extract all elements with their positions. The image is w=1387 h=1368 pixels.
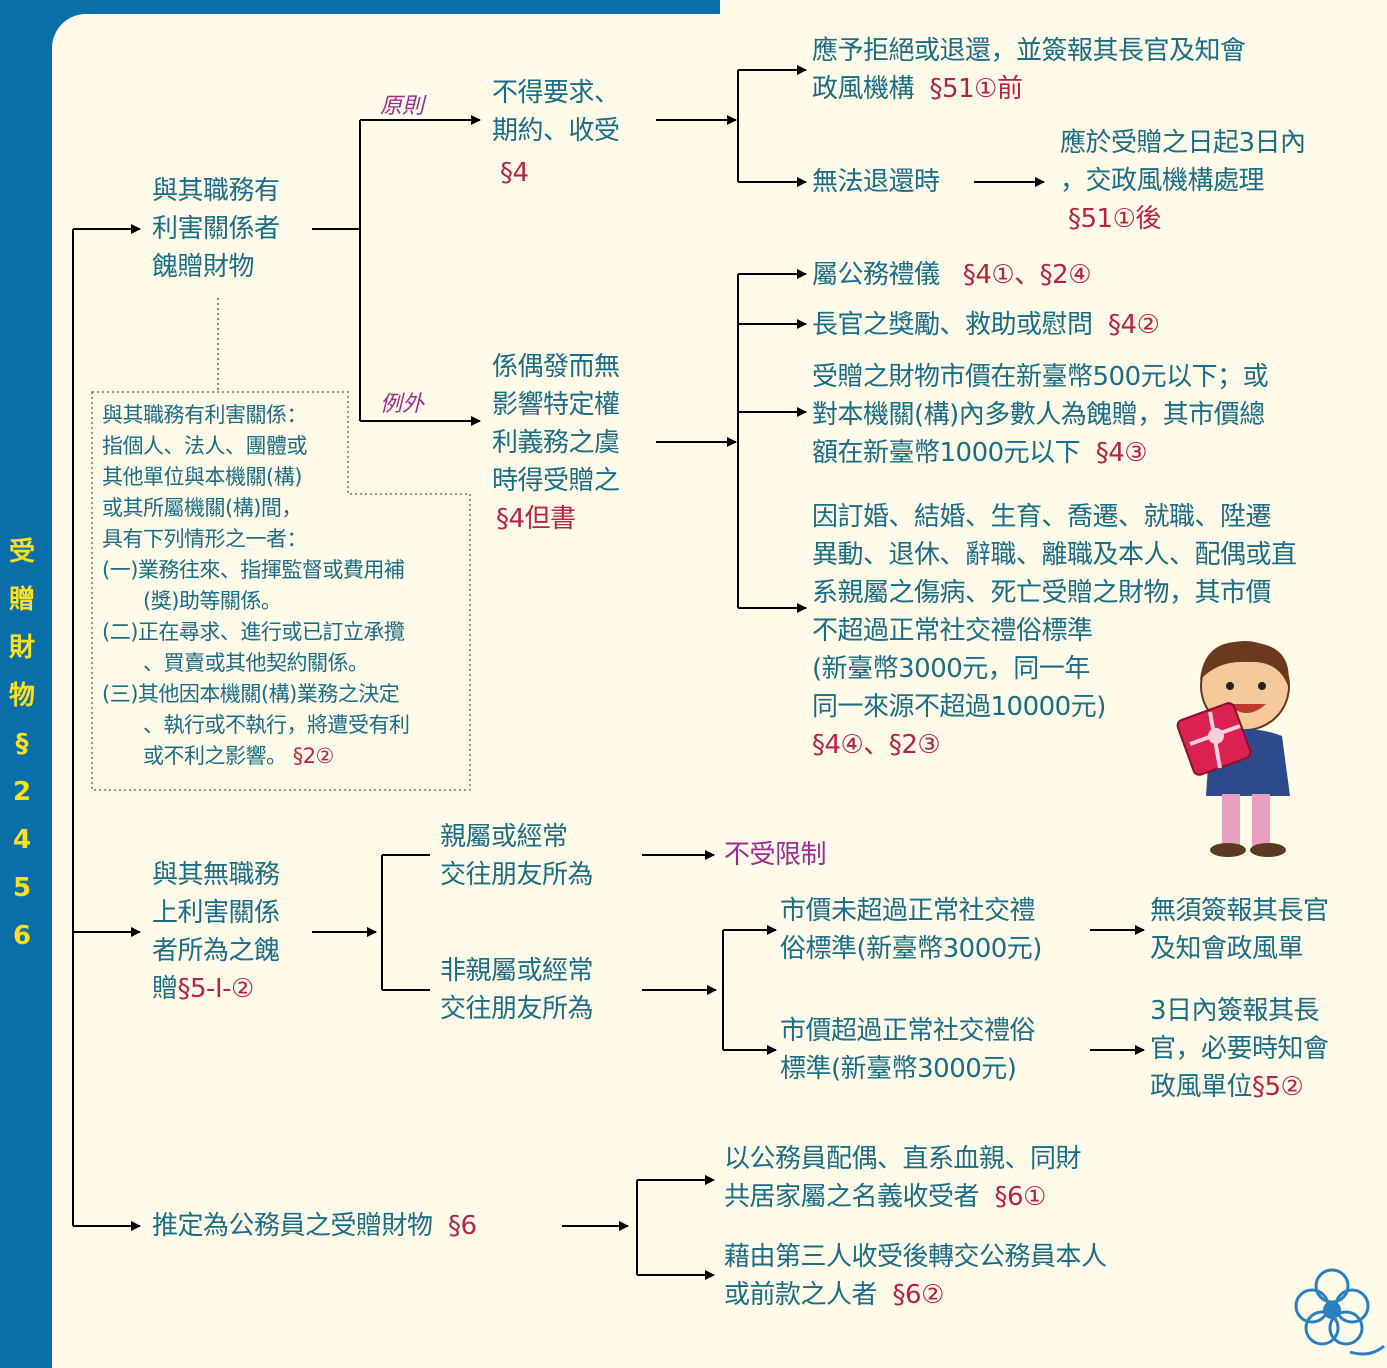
rule-ref: §4 bbox=[500, 158, 529, 188]
boy-with-gift-illustration bbox=[1176, 641, 1290, 857]
unlimited-text: 不受限制 bbox=[724, 840, 827, 870]
over-threshold-text: 市價超過正常社交禮俗 標準(新臺幣3000元) bbox=[780, 1016, 1036, 1084]
exception-item-3: 受贈之財物市價在新臺幣500元以下；或 對本機關(構)內多數人為餽贈，其市價總 … bbox=[812, 362, 1269, 468]
side-char: 5 bbox=[12, 873, 32, 903]
note-border bbox=[91, 391, 471, 791]
side-char: § bbox=[15, 729, 29, 759]
exception-item-4: 因訂婚、結婚、生育、喬遷、就職、陞遷 異動、退休、辭職、離職及本人、配偶或直 系… bbox=[812, 502, 1297, 760]
exception-text: 係偶發而無 影響特定權 利義務之虞 時得受贈之 bbox=[492, 352, 620, 496]
over-result-text: 3日內簽報其長 官，必要時知會 政風單位§5② bbox=[1150, 996, 1329, 1102]
branch3-item-1: 以公務員配偶、直系血親、同財 共居家屬之名義收受者 §6① bbox=[724, 1144, 1082, 1212]
side-char: 4 bbox=[12, 825, 32, 855]
side-char: 財 bbox=[8, 633, 35, 663]
top-strip bbox=[720, 0, 1387, 16]
side-char: 贈 bbox=[8, 585, 35, 615]
side-char: 物 bbox=[8, 681, 35, 711]
branch3-title: 推定為公務員之受贈財物 §6 bbox=[152, 1211, 477, 1241]
under-result-text: 無須簽報其長官 及知會政風單 bbox=[1150, 896, 1329, 964]
exception-item-2: 長官之獎勵、救助或慰問 §4② bbox=[812, 310, 1160, 340]
handover-ref: §51①後 bbox=[1068, 204, 1161, 234]
rule-text: 不得要求、 期約、收受 bbox=[492, 78, 620, 146]
side-char: 受 bbox=[8, 537, 35, 567]
flower-decoration-icon bbox=[1294, 1268, 1385, 1356]
side-char: 2 bbox=[12, 777, 32, 807]
branch2-title: 與其無職務 上利害關係 者所為之餽 贈§5-I-② bbox=[152, 860, 280, 1004]
reject-text: 應予拒絕或退還，並簽報其長官及知會 政風機構 §51①前 bbox=[812, 36, 1246, 104]
note-text: 與其職務有利害關係： 指個人、法人、團體或 其他單位與本機關(構) 或其所屬機關… bbox=[102, 403, 410, 768]
exception-item-1: 屬公務禮儀 §4①、§2④ bbox=[812, 260, 1092, 290]
handover-text: 應於受贈之日起3日內 ，交政風機構處理 bbox=[1060, 128, 1306, 196]
content-panel bbox=[52, 14, 1387, 1368]
rule-label: 原則 bbox=[380, 94, 425, 119]
exception-ref: §4但書 bbox=[496, 504, 576, 534]
relatives-text: 親屬或經常 交往朋友所為 bbox=[440, 822, 594, 890]
branch3-item-2: 藉由第三人收受後轉交公務員本人 或前款之人者 §6② bbox=[724, 1242, 1107, 1310]
side-char: 6 bbox=[12, 921, 32, 951]
non-relatives-text: 非親屬或經常 交往朋友所為 bbox=[440, 956, 594, 1024]
under-threshold-text: 市價未超過正常社交禮 俗標準(新臺幣3000元) bbox=[780, 896, 1042, 964]
cannot-return: 無法退還時 bbox=[812, 167, 940, 197]
side-title: 受 贈 財 物 § 2 4 5 6 bbox=[0, 528, 44, 960]
exception-label: 例外 bbox=[380, 392, 425, 417]
branch1-title: 與其職務有 利害關係者 餽贈財物 bbox=[152, 176, 280, 282]
